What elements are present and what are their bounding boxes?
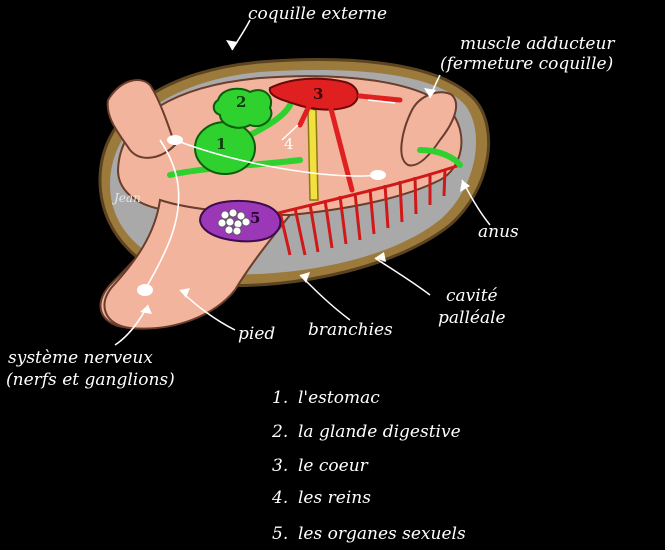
legend-item: 1.l'estomac (272, 388, 380, 408)
ganglion-pedal (137, 284, 153, 296)
label-muscle-1: muscle adducteur (460, 34, 615, 54)
legend-item: 5.les organes sexuels (272, 524, 466, 544)
label-cavity-1: cavité (446, 286, 498, 306)
label-foot: pied (238, 324, 276, 344)
marker-4: 4 (284, 135, 294, 153)
legend-item: 4.les reins (272, 488, 371, 508)
label-nerve-1: système nerveux (8, 348, 153, 368)
gonad-eggs (217, 208, 251, 236)
ganglion-visceral (370, 170, 386, 180)
nerve-cords (144, 139, 381, 291)
label-nerve-2: (nerfs et ganglions) (6, 370, 175, 390)
label-gills: branchies (308, 320, 393, 340)
posterior-adductor-muscle (400, 91, 458, 167)
legend-item: 2.la glande digestive (272, 422, 461, 442)
arrow-heads (140, 40, 470, 314)
marker-2: 2 (236, 93, 247, 111)
marker-5: 5 (250, 209, 261, 227)
label-muscle-2: (fermeture coquille) (440, 54, 614, 74)
marker-1: 1 (216, 135, 227, 153)
label-anus: anus (478, 222, 519, 242)
digestive-gland (212, 87, 273, 129)
marker-3: 3 (313, 85, 324, 103)
kidney (307, 107, 319, 201)
signature: Jean (114, 191, 141, 205)
legend-item: 3.le coeur (272, 456, 368, 476)
label-cavity-2: palléale (438, 308, 506, 328)
ganglion-cerebral (167, 135, 183, 145)
label-shell: coquille externe (248, 4, 388, 24)
gills (269, 163, 461, 256)
heart (268, 77, 359, 111)
